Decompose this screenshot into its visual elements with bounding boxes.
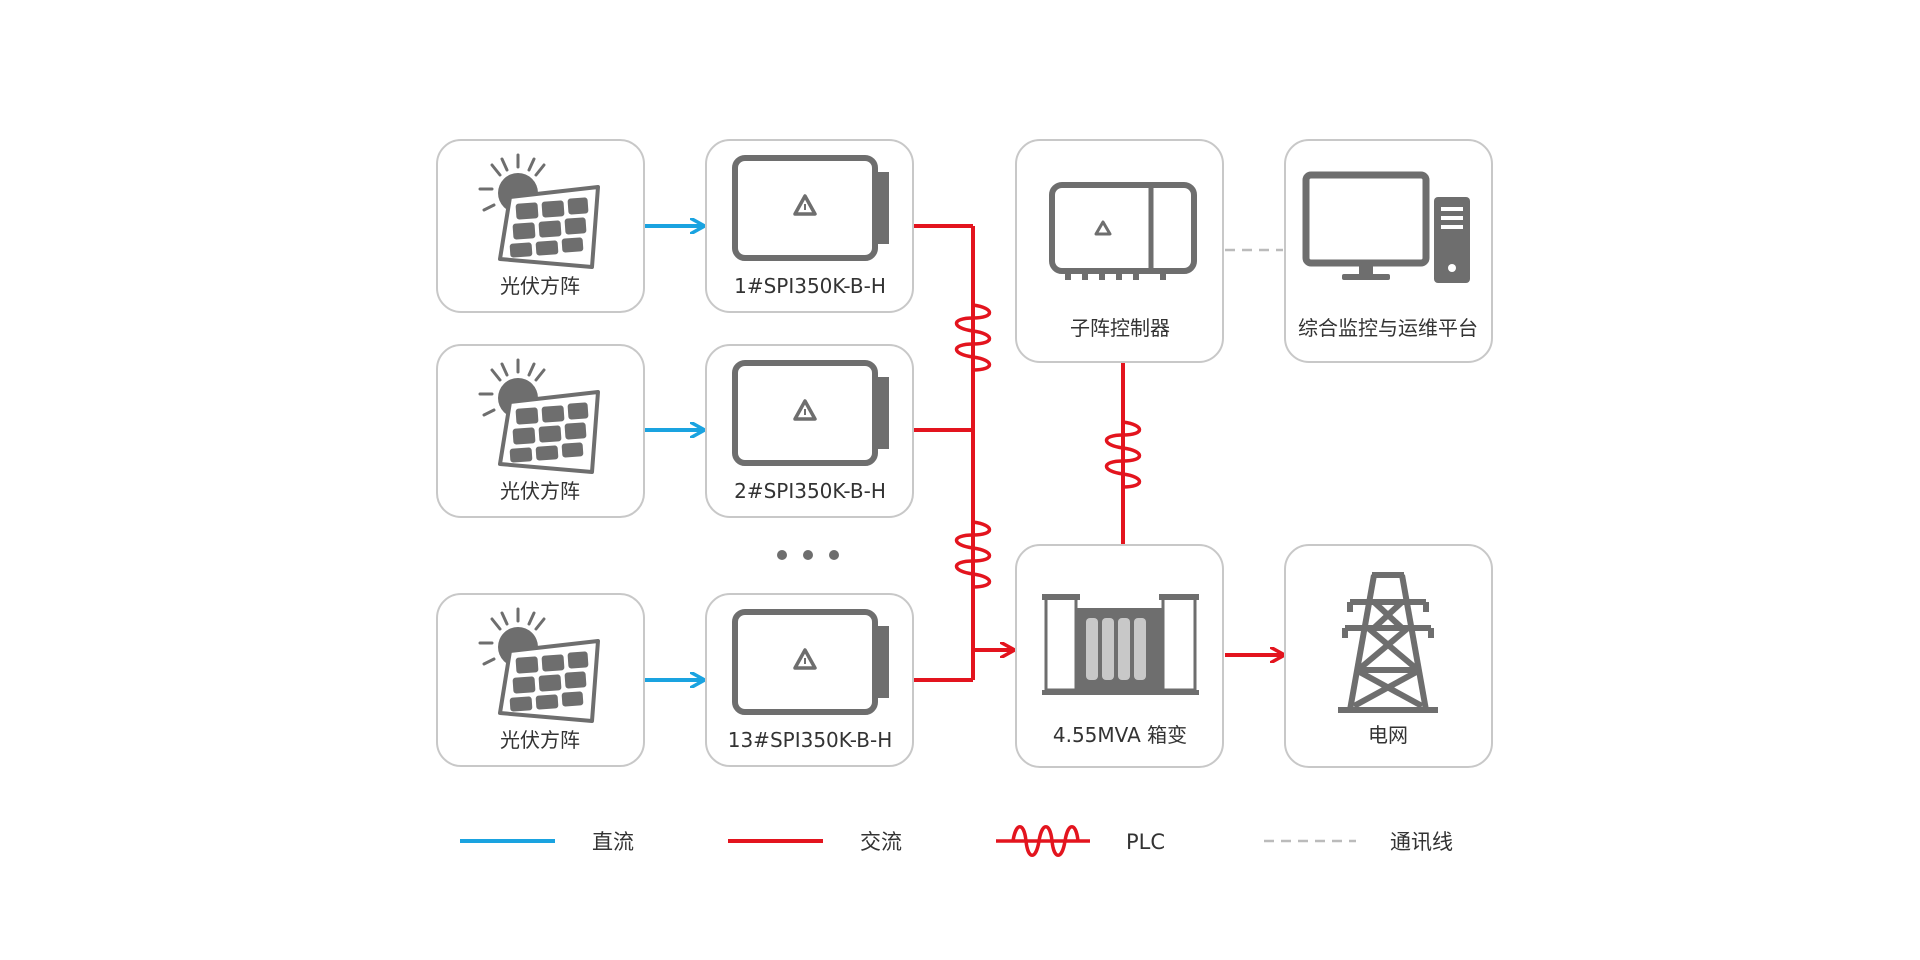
computer-icon [1302, 171, 1470, 283]
inverter-node-2: 2#SPI350K-B-H [705, 344, 914, 518]
pv-array-node-2: 光伏方阵 [436, 344, 645, 518]
inverter-icon [735, 612, 889, 712]
transformer-icon [1042, 594, 1199, 695]
legend-dc-label: 直流 [592, 830, 634, 854]
legend-item-plc: PLC [996, 825, 1165, 857]
pv-array-node-1: 光伏方阵 [436, 139, 645, 313]
monitoring-label: 综合监控与运维平台 [1298, 316, 1478, 340]
monitoring-node: 综合监控与运维平台 [1284, 139, 1493, 363]
controller-label: 子阵控制器 [1070, 316, 1170, 340]
inverter-icon [735, 158, 889, 258]
grid-label: 电网 [1368, 723, 1408, 747]
controller-node: 子阵控制器 [1015, 139, 1224, 363]
legend-item-comm: 通讯线 [1264, 830, 1453, 854]
transformer-node: 4.55MVA 箱变 [1015, 544, 1224, 768]
legend-plc-label: PLC [1126, 830, 1165, 854]
plc-coil-icon [1011, 825, 1080, 857]
plc-coil-2 [954, 520, 992, 589]
legend: 直流 交流 PLC 通讯线 [460, 825, 1453, 857]
inverter-label-2: 2#SPI350K-B-H [734, 479, 886, 503]
pv-array-label-3: 光伏方阵 [500, 728, 580, 752]
ellipsis-dots [777, 550, 839, 560]
legend-ac-label: 交流 [860, 830, 902, 854]
plc-coil-3 [1104, 420, 1142, 489]
legend-item-ac: 交流 [728, 830, 902, 854]
inverter-node-3: 13#SPI350K-B-H [705, 593, 914, 767]
transformer-label: 4.55MVA 箱变 [1053, 723, 1187, 747]
legend-item-dc: 直流 [460, 830, 634, 854]
inverter-label-1: 1#SPI350K-B-H [734, 274, 886, 298]
plc-coil-1 [954, 303, 992, 372]
inverter-icon [735, 363, 889, 463]
inverter-node-1: 1#SPI350K-B-H [705, 139, 914, 313]
pv-array-node-3: 光伏方阵 [436, 593, 645, 767]
inverter-label-3: 13#SPI350K-B-H [728, 728, 893, 752]
grid-node: 电网 [1284, 544, 1493, 768]
controller-icon [1049, 182, 1197, 280]
legend-comm-label: 通讯线 [1390, 830, 1453, 854]
ac-bus [913, 224, 975, 682]
transmission-tower-icon [1338, 572, 1438, 713]
pv-array-label-2: 光伏方阵 [500, 479, 580, 503]
pv-array-label-1: 光伏方阵 [500, 274, 580, 298]
